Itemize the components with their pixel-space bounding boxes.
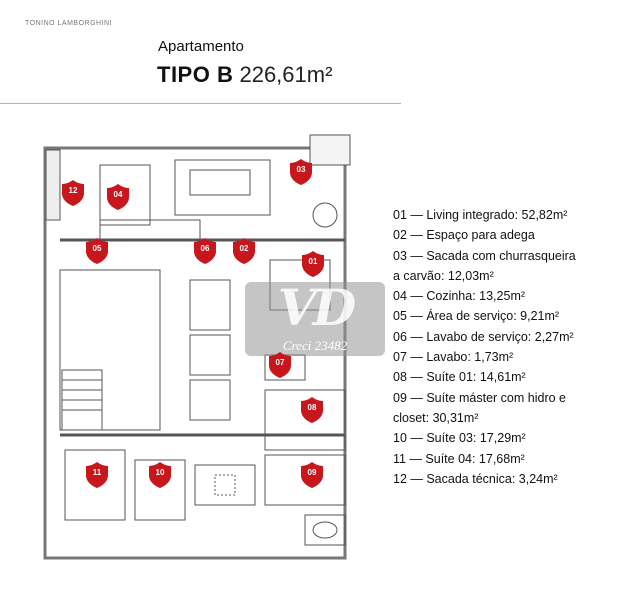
shield-icon: [302, 251, 324, 277]
legend-item: 06 — Lavabo de serviço: 2,27m²: [393, 329, 574, 344]
marker-label: 04: [113, 190, 123, 199]
room-marker-03: 03: [290, 159, 312, 185]
brand-name: TONINO LAMBORGHINI: [25, 20, 113, 27]
room-marker-11: 11: [86, 462, 108, 488]
watermark-logo: VD: [277, 280, 356, 336]
room-marker-05: 05: [86, 238, 108, 264]
legend-item: 04 — Cozinha: 13,25m²: [393, 289, 526, 304]
marker-label: 10: [155, 468, 165, 477]
shield-icon: [194, 238, 216, 264]
marker-label: 11: [92, 468, 102, 477]
room-marker-10: 10: [149, 462, 171, 488]
shield-icon: [301, 462, 323, 488]
room-marker-06: 06: [194, 238, 216, 264]
legend-item: 12 — Sacada técnica: 3,24m²: [393, 471, 558, 486]
shield-icon: [86, 238, 108, 264]
legend-item: a carvão: 12,03m²: [393, 268, 494, 283]
room-legend: 01 — Living integrado: 52,82m² 02 — Espa…: [393, 205, 576, 489]
legend-item: 07 — Lavabo: 1,73m²: [393, 350, 514, 365]
marker-label: 09: [307, 468, 317, 477]
marker-label: 03: [296, 165, 306, 174]
legend-item: 08 — Suíte 01: 14,61m²: [393, 370, 526, 385]
legend-item: closet: 30,31m²: [393, 410, 479, 425]
shield-icon: [62, 180, 84, 206]
shield-icon: [149, 462, 171, 488]
subtitle: Apartamento: [158, 38, 244, 55]
divider: [0, 103, 401, 104]
room-marker-08: 08: [301, 397, 323, 423]
marker-label: 07: [275, 358, 285, 367]
marker-label: 01: [308, 257, 318, 266]
watermark-creci: Creci 23482: [282, 338, 348, 353]
marker-label: 12: [68, 186, 78, 195]
shield-icon: [290, 159, 312, 185]
shield-icon: [233, 238, 255, 264]
shield-icon: [269, 352, 291, 378]
legend-item: 01 — Living integrado: 52,82m²: [393, 208, 568, 222]
floor-plan: [43, 134, 351, 560]
watermark: VD Creci 23482: [245, 280, 385, 356]
page-title: TIPO B 226,61m²: [157, 62, 332, 88]
room-marker-02: 02: [233, 238, 255, 264]
marker-label: 02: [239, 244, 249, 253]
legend-item: 09 — Suíte máster com hidro e: [393, 390, 566, 405]
room-marker-04: 04: [107, 184, 129, 210]
legend-item: 03 — Sacada com churrasqueira: [393, 248, 576, 263]
room-marker-09: 09: [301, 462, 323, 488]
room-marker-12: 12: [62, 180, 84, 206]
legend-item: 11 — Suíte 04: 17,68m²: [393, 451, 525, 466]
marker-label: 06: [200, 244, 210, 253]
room-marker-01: 01: [302, 251, 324, 277]
legend-item: 10 — Suíte 03: 17,29m²: [393, 431, 526, 446]
legend-item: 02 — Espaço para adega: [393, 228, 535, 243]
marker-label: 05: [92, 244, 102, 253]
room-marker-07: 07: [269, 352, 291, 378]
shield-icon: [107, 184, 129, 210]
marker-label: 08: [307, 403, 317, 412]
legend-item: 05 — Área de serviço: 9,21m²: [393, 309, 560, 324]
shield-icon: [301, 397, 323, 423]
apartment-area: 226,61m²: [239, 62, 333, 87]
apartment-type: TIPO B: [157, 62, 234, 87]
shield-icon: [86, 462, 108, 488]
